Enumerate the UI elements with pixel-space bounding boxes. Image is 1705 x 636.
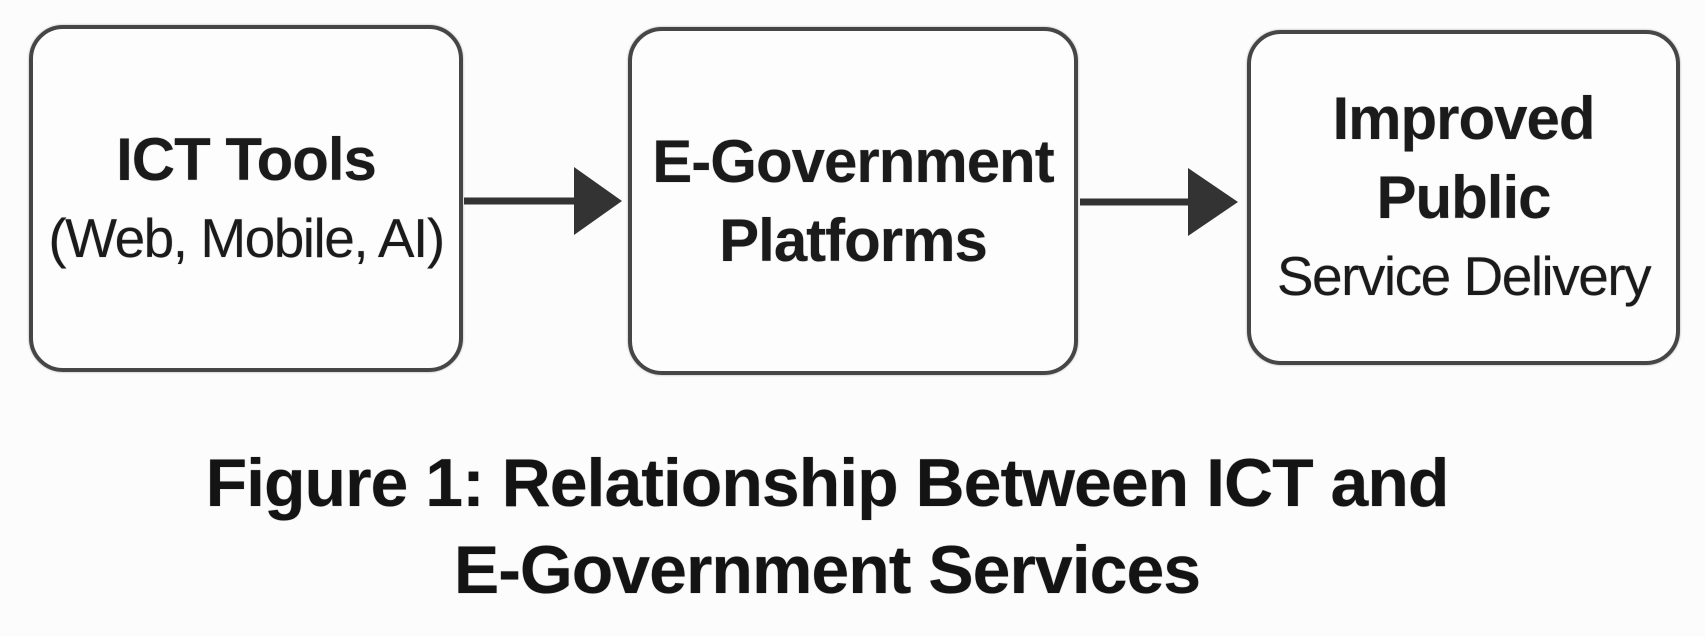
- node-improved-public-service-delivery: Improved Public Service Delivery: [1247, 30, 1680, 365]
- node-title-line: Platforms: [719, 207, 988, 274]
- node-ict-tools: ICT Tools (Web, Mobile, AI): [29, 25, 463, 372]
- node-title-line: Public: [1376, 164, 1551, 231]
- figure-caption: Figure 1: Relationship Between ICT and E…: [0, 440, 1654, 614]
- node-title-line: ICT Tools: [116, 125, 377, 193]
- node-title-line: Improved: [1332, 85, 1595, 152]
- node-e-government-platforms: E-Government Platforms: [628, 27, 1078, 375]
- node-subtitle-line: (Web, Mobile, AI): [48, 206, 445, 269]
- caption-line-1: Figure 1: Relationship Between ICT and: [205, 445, 1450, 521]
- node-title-line: E-Government: [652, 128, 1054, 195]
- node-subtitle-line: Service Delivery: [1276, 245, 1652, 307]
- caption-line-2: E-Government Services: [453, 532, 1201, 608]
- right-arrow-icon: [1080, 168, 1238, 236]
- right-arrow-icon: [464, 167, 622, 235]
